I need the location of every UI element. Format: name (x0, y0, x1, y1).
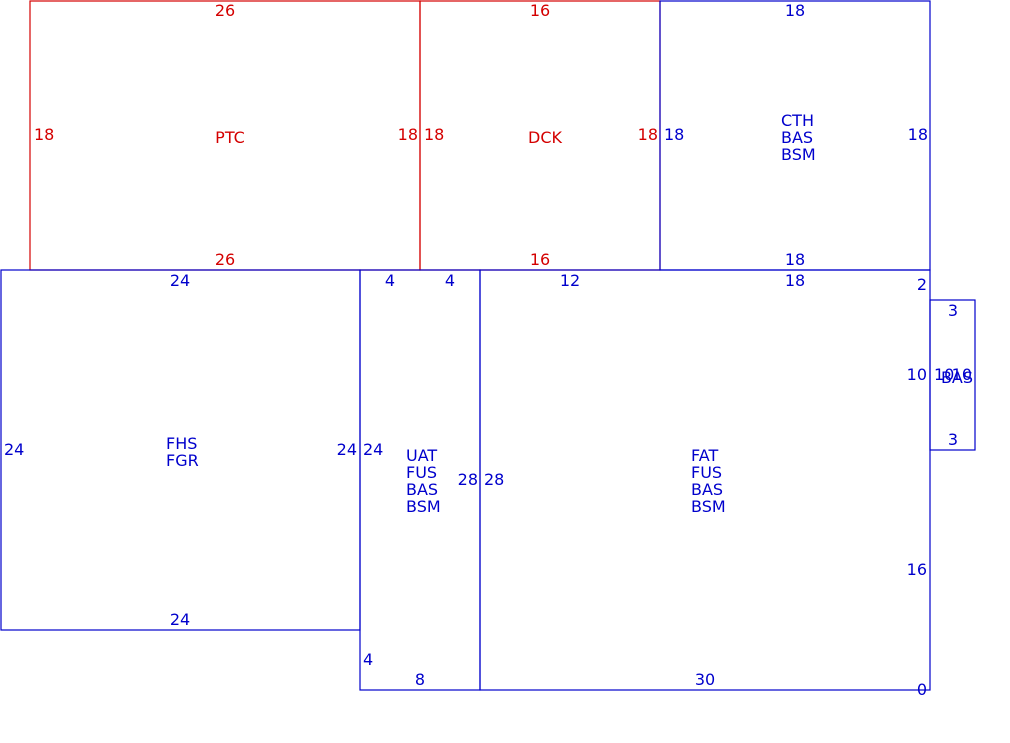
area-fat-label-1: FAT (691, 446, 718, 465)
area-bas-dim-top: 3 (948, 301, 958, 320)
area-bas-outline (929, 299, 976, 451)
area-fat-dim-top-b: 18 (785, 271, 805, 290)
area-fat-label-2: FUS (691, 463, 722, 482)
area-fat-dim-right-top: 2 (917, 275, 927, 294)
area-bas-dim-left: 10 (934, 365, 954, 384)
area-uat-dim-top-a: 4 (385, 271, 395, 290)
area-uat-label-3: BAS (406, 480, 438, 499)
area-ptc-dim-top: 26 (215, 1, 235, 20)
area-cth-dim-bottom: 18 (785, 250, 805, 269)
area-fhs-label-1: FHS (166, 434, 197, 453)
area-cth: CTH BAS BSM 18 18 18 18 (659, 0, 931, 271)
area-fhs-dim-top: 24 (170, 271, 190, 290)
area-fat-dim-bottom: 30 (695, 670, 715, 689)
area-cth-label-2: BAS (781, 128, 813, 147)
area-uat-dim-top-b: 4 (445, 271, 455, 290)
area-bas-dim-bottom: 3 (948, 430, 958, 449)
area-dck-dim-left: 18 (424, 125, 444, 144)
area-bas-label: BAS (941, 368, 973, 387)
area-uat-label-1: UAT (406, 446, 437, 465)
area-fat-dim-right-mid: 10 (907, 365, 927, 384)
area-uat-dim-lower-left: 4 (363, 650, 373, 669)
area-dck: DCK 16 16 18 18 (419, 0, 661, 271)
area-ptc: PTC 26 26 18 18 (29, 0, 421, 271)
area-fat: FAT FUS BAS BSM 12 18 28 2 10 16 30 0 (479, 269, 931, 699)
area-uat-dim-right: 28 (458, 470, 478, 489)
area-bas: BAS 3 3 10 10 (929, 299, 976, 451)
area-fhs-dim-bottom: 24 (170, 610, 190, 629)
area-cth-dim-left: 18 (664, 125, 684, 144)
area-cth-dim-top: 18 (785, 1, 805, 20)
area-bas-dim-right: 10 (952, 365, 972, 384)
area-uat-dim-bottom: 8 (415, 670, 425, 689)
area-dck-dim-top: 16 (530, 1, 550, 20)
area-cth-dim-right: 18 (908, 125, 928, 144)
area-ptc-dim-left: 18 (34, 125, 54, 144)
area-uat-dim-left: 24 (363, 440, 383, 459)
area-fat-outline (479, 269, 931, 691)
area-dck-dim-right: 18 (638, 125, 658, 144)
area-ptc-dim-right: 18 (398, 125, 418, 144)
area-ptc-dim-bottom: 26 (215, 250, 235, 269)
area-uat-label-2: FUS (406, 463, 437, 482)
area-fat-dim-left: 28 (484, 470, 504, 489)
area-fat-dim-corner: 0 (917, 680, 927, 699)
area-uat: UAT FUS BAS BSM 4 4 24 28 4 8 (359, 269, 481, 691)
area-fhs-dim-right: 24 (337, 440, 357, 459)
area-cth-label-1: CTH (781, 111, 814, 130)
area-fat-dim-top-a: 12 (560, 271, 580, 290)
area-fat-label-4: BSM (691, 497, 726, 516)
area-ptc-label: PTC (215, 128, 245, 147)
area-dck-dim-bottom: 16 (530, 250, 550, 269)
area-fhs-label-2: FGR (166, 451, 199, 470)
area-dck-label: DCK (528, 128, 562, 147)
area-uat-label-4: BSM (406, 497, 441, 516)
area-fat-label-3: BAS (691, 480, 723, 499)
area-fat-dim-right-low: 16 (907, 560, 927, 579)
area-fhs-dim-left: 24 (4, 440, 24, 459)
area-cth-label-3: BSM (781, 145, 816, 164)
area-fhs: FHS FGR 24 24 24 24 (0, 269, 361, 631)
